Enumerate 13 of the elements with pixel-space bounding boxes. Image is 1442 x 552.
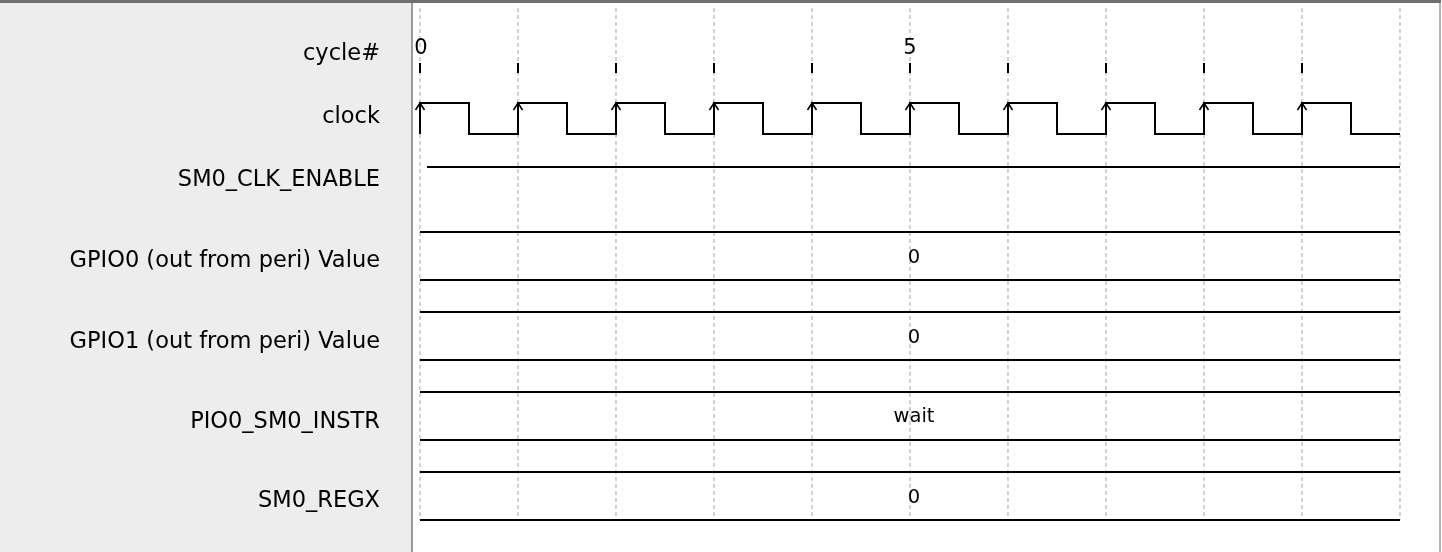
- signal-name: SM0_CLK_ENABLE: [177, 165, 380, 193]
- bus-value: 0: [907, 245, 921, 269]
- bus-value: 0: [907, 485, 921, 509]
- bus-value: wait: [893, 403, 935, 428]
- signal-name: clock: [322, 101, 380, 129]
- signal-name: cycle#: [303, 38, 380, 66]
- signal-name: PIO0_SM0_INSTR: [190, 406, 380, 434]
- cycle-number: 0: [414, 35, 428, 61]
- cycle-number: 5: [903, 35, 917, 61]
- signal-name: GPIO0 (out from peri) Value: [69, 246, 380, 274]
- bus-value: 0: [907, 325, 921, 349]
- signal-name: SM0_REGX: [258, 485, 380, 513]
- signal-name: GPIO1 (out from peri) Value: [69, 326, 380, 354]
